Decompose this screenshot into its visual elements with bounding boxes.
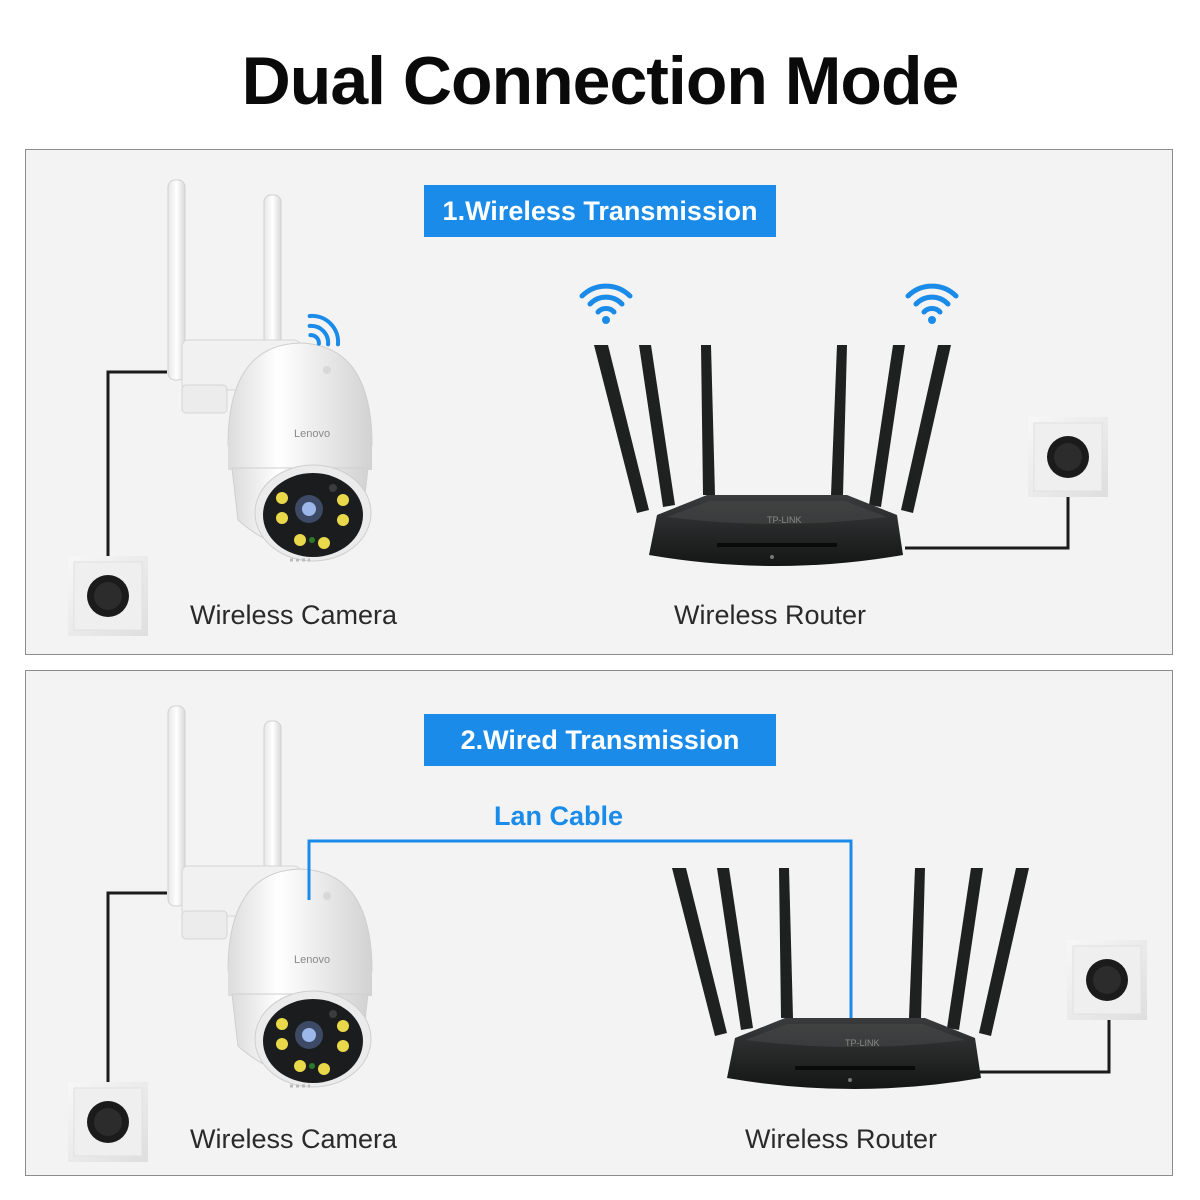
power-socket-icon [68,1082,148,1162]
wired-transmission-badge: 2.Wired Transmission [424,714,776,766]
wifi-signal-icon [908,286,956,324]
wireless-router [594,345,951,566]
wireless-transmission-badge: 1.Wireless Transmission [424,185,776,237]
power-socket-icon [1067,940,1147,1020]
wireless-camera-label: Wireless Camera [190,600,397,631]
camera-brand-label: Lenovo [294,428,330,440]
lan-cable-label: Lan Cable [494,801,623,832]
wired-router-label: Wireless Router [745,1124,937,1155]
wireless-camera [168,180,372,561]
wifi-signal-icon [582,286,630,324]
wired-camera [168,706,372,1087]
wireless-router-label: Wireless Router [674,600,866,631]
power-socket-icon [68,556,148,636]
power-socket-icon [1028,417,1108,497]
lan-cable [309,841,851,1030]
wired-camera-label: Wireless Camera [190,1124,397,1155]
camera-brand-label: Lenovo [294,954,330,966]
